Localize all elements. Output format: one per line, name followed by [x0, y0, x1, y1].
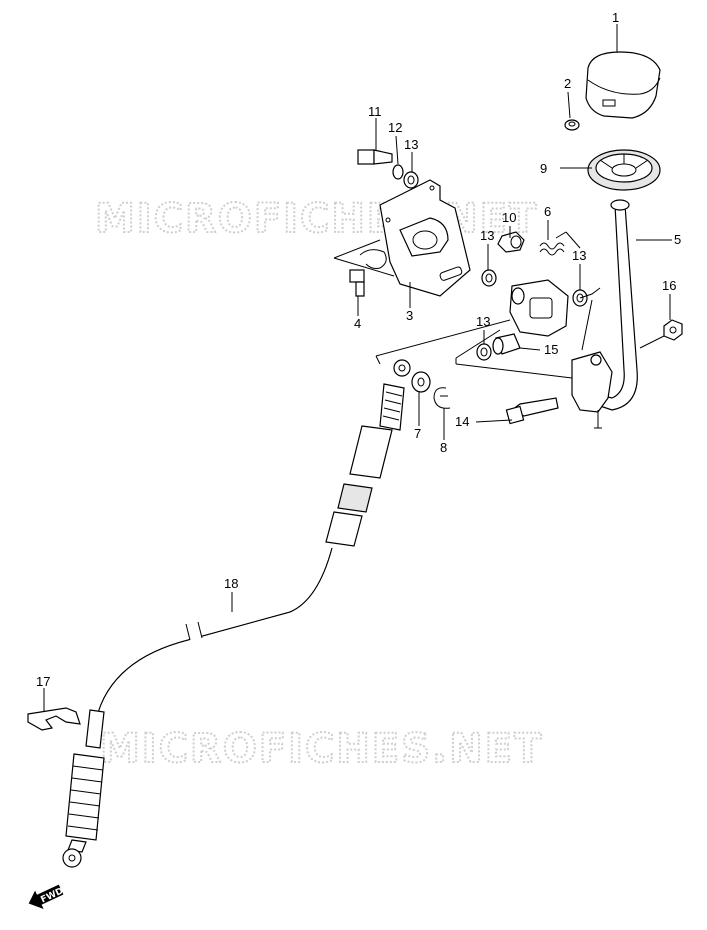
assembly-guide-lines: [333, 231, 665, 379]
part-14-bolt: [505, 397, 559, 425]
part-13-o-ring-a: [403, 171, 419, 189]
callout-14: 14: [455, 414, 469, 429]
part-16-nut: [663, 319, 683, 341]
callout-13-a: 13: [404, 137, 418, 152]
fwd-arrow-icon: FWD: [28, 884, 65, 909]
lever-pivot-bracket: [571, 351, 613, 429]
callout-6: 6: [544, 204, 551, 219]
callout-13-c: 13: [572, 248, 586, 263]
part-13-o-ring-d: [476, 343, 492, 361]
callout-4: 4: [354, 316, 361, 331]
leader-lines: [43, 24, 672, 712]
watermark-bottom: MICROFICHES.NET: [100, 726, 543, 772]
part-18-cable: [62, 359, 411, 868]
callout-15: 15: [544, 342, 558, 357]
callout-labels: 1 2 3 4 5 6 7 8 9 10 11 12 13 13 13 13 1…: [36, 10, 681, 689]
callout-13-d: 13: [476, 314, 490, 329]
callout-12: 12: [388, 120, 402, 135]
part-15-pin: [492, 333, 521, 355]
callout-16: 16: [662, 278, 676, 293]
callout-3: 3: [406, 308, 413, 323]
part-6-spring: [539, 242, 565, 256]
callout-18: 18: [224, 576, 238, 591]
callout-13-b: 13: [480, 228, 494, 243]
callout-7: 7: [414, 426, 421, 441]
part-8-e-clip: [433, 387, 451, 409]
retaining-clip: [359, 249, 387, 269]
part-3-bracket: [379, 179, 471, 297]
part-4-bolt: [349, 269, 365, 297]
callout-2: 2: [564, 76, 571, 91]
part-10-bushing: [497, 231, 525, 253]
callout-5: 5: [674, 232, 681, 247]
part-2-clip: [564, 119, 580, 131]
part-17-clip: [27, 707, 81, 731]
part-7-washer: [411, 371, 431, 393]
part-11-bolt: [357, 149, 393, 165]
callout-9: 9: [540, 161, 547, 176]
cable-end-block: [509, 279, 569, 337]
part-12-washer: [392, 164, 404, 180]
callout-11: 11: [368, 104, 382, 119]
part-1-knob: [585, 51, 661, 119]
watermark-top: MICROFICHES.NET: [95, 196, 538, 242]
part-9-boot: [587, 149, 661, 191]
callout-10: 10: [502, 210, 516, 225]
callout-8: 8: [440, 440, 447, 455]
callout-1: 1: [612, 10, 619, 25]
callout-17: 17: [36, 674, 50, 689]
part-13-o-ring-b: [481, 269, 497, 287]
